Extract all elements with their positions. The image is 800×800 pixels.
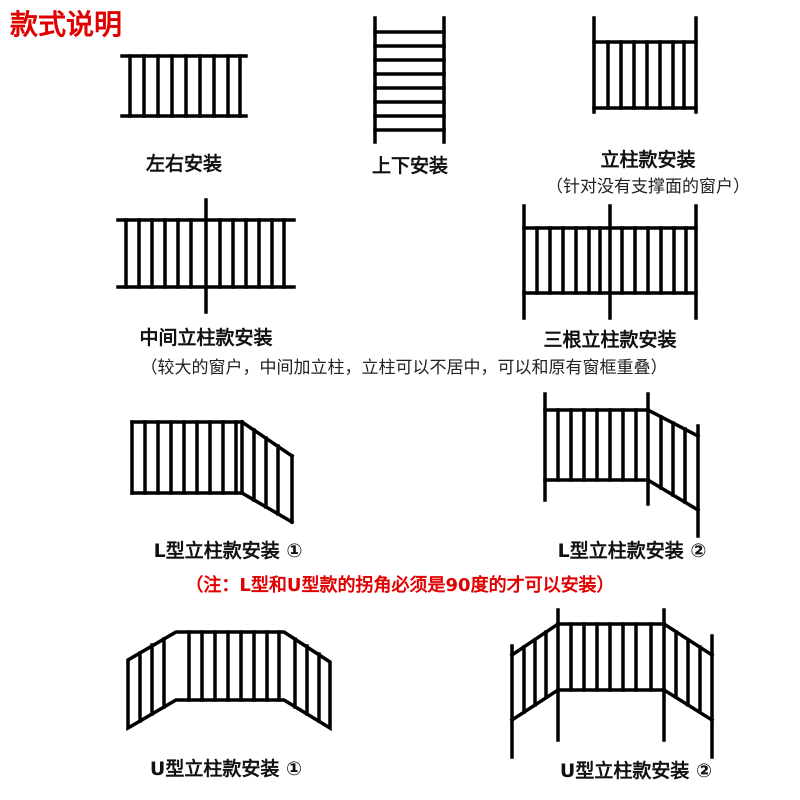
style-label-three-posts: 三根立柱款安装 — [543, 329, 677, 351]
diagram-top-bottom — [373, 16, 446, 144]
diagram-u-shape-1 — [126, 630, 332, 732]
diagram-left-right — [120, 54, 248, 118]
diagram-post-style — [592, 16, 698, 114]
style-label-l-shape-2: L型立柱款安装 ② — [557, 540, 707, 562]
style-label-top-bottom: 上下安装 — [371, 155, 449, 177]
style-note-post: （针对没有支撑面的窗户） — [546, 177, 750, 197]
style-label-middle-post: 中间立柱款安装 — [139, 327, 273, 349]
corner-angle-warning: （注：L型和U型款的拐角必须是90度的才可以安装） — [185, 575, 615, 596]
diagram-l-shape-2 — [543, 392, 701, 538]
diagram-three-posts — [522, 204, 698, 320]
diagram-l-shape-1 — [130, 419, 295, 525]
diagram-middle-post — [116, 198, 296, 314]
diagram-u-shape-2 — [509, 608, 715, 759]
style-label-post: 立柱款安装 — [600, 149, 696, 171]
style-label-u-shape-1: U型立柱款安装 ① — [149, 758, 303, 780]
style-label-u-shape-2: U型立柱款安装 ② — [559, 760, 713, 782]
page-title: 款式说明 — [10, 8, 123, 41]
style-label-l-shape-1: L型立柱款安装 ① — [153, 540, 303, 562]
style-label-left-right: 左右安装 — [145, 153, 223, 175]
middle-post-note: （较大的窗户，中间加立柱，立柱可以不居中，可以和原有窗框重叠） — [140, 358, 668, 378]
